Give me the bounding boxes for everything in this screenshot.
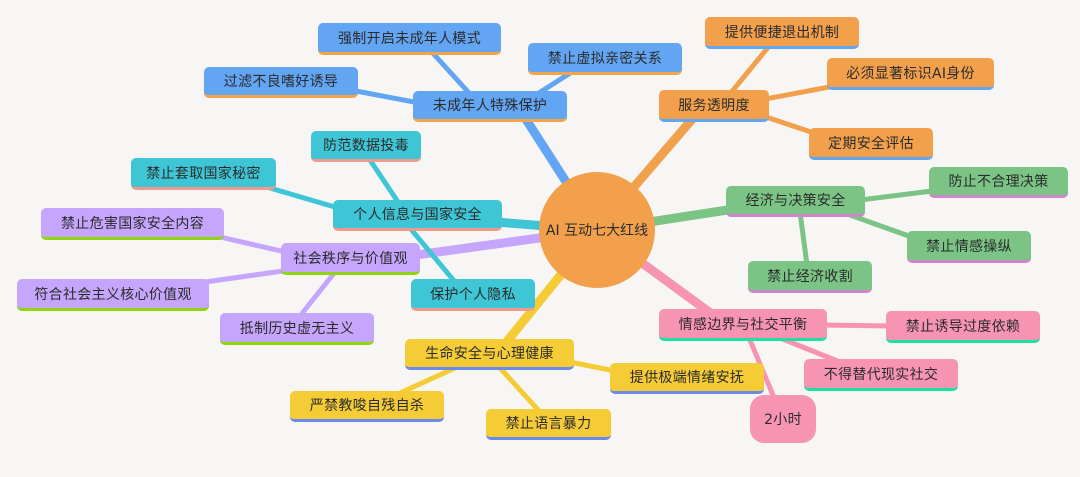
branch-emotional-boundary[interactable]: 情感边界与社交平衡 — [659, 309, 827, 341]
leaf-filter-bad-habits[interactable]: 过滤不良嗜好诱导 — [204, 67, 358, 98]
branch-label: 社会秩序与价值观 — [293, 250, 408, 267]
leaf-ai-identity[interactable]: 必须显著标识AI身份 — [827, 58, 994, 90]
leaf-socialist-core-values[interactable]: 符合社会主义核心价值观 — [17, 279, 209, 311]
branch-label: 个人信息与国家安全 — [353, 207, 482, 223]
branch-label: 未成年人特殊保护 — [432, 98, 548, 114]
leaf-no-harm-national-security[interactable]: 禁止危害国家安全内容 — [41, 208, 224, 240]
leaf-prevent-bad-decisions[interactable]: 防止不合理决策 — [929, 167, 1068, 198]
leaf-label: 抵制历史虚无主义 — [239, 320, 355, 337]
branch-minor-protection[interactable]: 未成年人特殊保护 — [413, 91, 567, 122]
leaf-label: 防范数据投毒 — [323, 138, 409, 154]
leaf-label: 2小时 — [764, 412, 802, 428]
branch-economic-decision[interactable]: 经济与决策安全 — [726, 186, 865, 217]
central-topic-label: AI 互动七大红线 — [545, 223, 649, 239]
branch-label: 服务透明度 — [678, 97, 750, 114]
leaf-label: 符合社会主义核心价值观 — [34, 286, 192, 303]
leaf-label: 禁止套取国家秘密 — [146, 165, 261, 182]
leaf-label: 定期安全评估 — [828, 135, 914, 152]
leaf-minor-mode[interactable]: 强制开启未成年人模式 — [318, 23, 501, 55]
leaf-label: 提供极端情绪安抚 — [629, 370, 745, 386]
branch-life-safety[interactable]: 生命安全与心理健康 — [405, 339, 574, 370]
leaf-label: 严禁教唆自残自杀 — [309, 398, 425, 414]
leaf-no-virtual-intimacy[interactable]: 禁止虚拟亲密关系 — [528, 43, 682, 75]
leaf-protect-privacy[interactable]: 保护个人隐私 — [411, 279, 535, 311]
leaf-label: 保护个人隐私 — [430, 286, 516, 303]
branch-service-transparency[interactable]: 服务透明度 — [659, 90, 769, 122]
leaf-no-state-secrets[interactable]: 禁止套取国家秘密 — [131, 158, 276, 190]
leaf-label: 提供便捷退出机制 — [724, 24, 840, 41]
leaf-no-self-harm-instigation[interactable]: 严禁教唆自残自杀 — [290, 391, 444, 422]
leaf-label: 强制开启未成年人模式 — [338, 30, 481, 47]
leaf-label: 禁止危害国家安全内容 — [61, 215, 204, 232]
leaf-safety-assessment[interactable]: 定期安全评估 — [809, 128, 933, 160]
leaf-resist-historical-nihilism[interactable]: 抵制历史虚无主义 — [220, 313, 374, 345]
leaf-label: 必须显著标识AI身份 — [846, 65, 975, 82]
leaf-no-economic-exploitation[interactable]: 禁止经济收割 — [748, 261, 872, 293]
leaf-no-verbal-violence[interactable]: 禁止语言暴力 — [486, 409, 611, 440]
leaf-label: 禁止语言暴力 — [505, 416, 592, 432]
leaf-two-hours[interactable]: 2小时 — [750, 395, 816, 443]
branch-personal-info-national-security[interactable]: 个人信息与国家安全 — [333, 200, 502, 231]
leaf-prevent-data-poisoning[interactable]: 防范数据投毒 — [311, 131, 421, 162]
branch-social-order-values[interactable]: 社会秩序与价值观 — [281, 243, 420, 275]
leaf-label: 不得替代现实社交 — [823, 366, 939, 383]
leaf-label: 禁止虚拟亲密关系 — [547, 50, 663, 67]
branch-label: 经济与决策安全 — [745, 193, 846, 209]
leaf-label: 过滤不良嗜好诱导 — [223, 74, 339, 90]
leaf-label: 禁止情感操纵 — [926, 238, 1012, 255]
leaf-label: 禁止经济收割 — [767, 268, 853, 285]
leaf-label: 防止不合理决策 — [948, 174, 1049, 190]
leaf-easy-exit[interactable]: 提供便捷退出机制 — [705, 17, 859, 49]
branch-label: 生命安全与心理健康 — [425, 346, 554, 362]
central-topic[interactable]: AI 互动七大红线 — [539, 172, 655, 288]
branch-label: 情感边界与社交平衡 — [678, 316, 808, 333]
leaf-label: 禁止诱导过度依赖 — [905, 318, 1021, 335]
leaf-no-emotional-manipulation[interactable]: 禁止情感操纵 — [907, 231, 1031, 263]
leaf-no-replace-real-social[interactable]: 不得替代现实社交 — [804, 359, 958, 391]
leaf-extreme-emotion-comfort[interactable]: 提供极端情绪安抚 — [610, 363, 764, 394]
leaf-no-over-dependence[interactable]: 禁止诱导过度依赖 — [886, 311, 1040, 343]
